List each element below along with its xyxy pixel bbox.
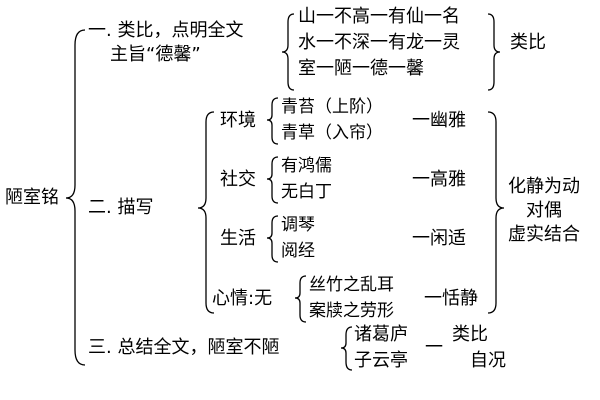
section1-label: 一. 类比，点明全文: [88, 20, 244, 41]
section2-label: 二. 描写: [88, 197, 154, 218]
section2-summary: 对偶: [526, 200, 562, 221]
section1-item: 室一陋一德一馨: [298, 58, 424, 79]
section1-right-brace: [487, 13, 501, 91]
section3-dash: 一: [425, 337, 443, 358]
group-item: 丝竹之乱耳: [309, 275, 394, 295]
section3-brace: [340, 326, 353, 371]
mood-brace: [294, 275, 307, 323]
section1-brace: [281, 13, 295, 91]
group-name-social: 社交: [220, 169, 256, 190]
section3-item: 子云亭: [354, 350, 408, 371]
group-name-mood: 心情:无: [212, 288, 273, 309]
section2-summary: 化静为动: [508, 176, 580, 197]
group-result: 一恬静: [424, 288, 478, 309]
root-title: 陋室铭: [5, 187, 59, 208]
group-item: 有鸿儒: [281, 156, 332, 176]
group-result: 一幽雅: [412, 110, 466, 131]
group-item: 阅经: [281, 241, 315, 261]
root-brace: [65, 29, 86, 366]
section3-result: 自况: [470, 350, 506, 371]
group-name-environment: 环境: [220, 110, 256, 131]
group-item: 青草（入帘）: [281, 123, 383, 143]
section1-item: 山一不高一有仙一名: [298, 6, 460, 27]
section2-summary: 虚实结合: [508, 224, 580, 245]
section1-label-line2: 主旨“德馨”: [110, 44, 201, 65]
env-brace: [266, 97, 279, 145]
group-item: 无白丁: [281, 182, 332, 202]
social-brace: [266, 156, 279, 204]
group-result: 一高雅: [412, 169, 466, 190]
life-brace: [266, 215, 279, 263]
section3-result: 类比: [452, 324, 488, 345]
group-item: 调琴: [281, 215, 315, 235]
section2-right-brace: [487, 111, 505, 314]
section3-label: 三. 总结全文，陋室不陋: [88, 337, 280, 358]
section3-item: 诸葛庐: [354, 324, 408, 345]
section1-item: 水一不深一有龙一灵: [298, 32, 460, 53]
group-name-life: 生活: [220, 228, 256, 249]
group-item: 案牍之劳形: [309, 301, 394, 321]
group-result: 一闲适: [412, 228, 466, 249]
section1-result: 类比: [510, 32, 546, 53]
section2-brace: [197, 111, 215, 314]
group-item: 青苔（上阶）: [281, 97, 383, 117]
